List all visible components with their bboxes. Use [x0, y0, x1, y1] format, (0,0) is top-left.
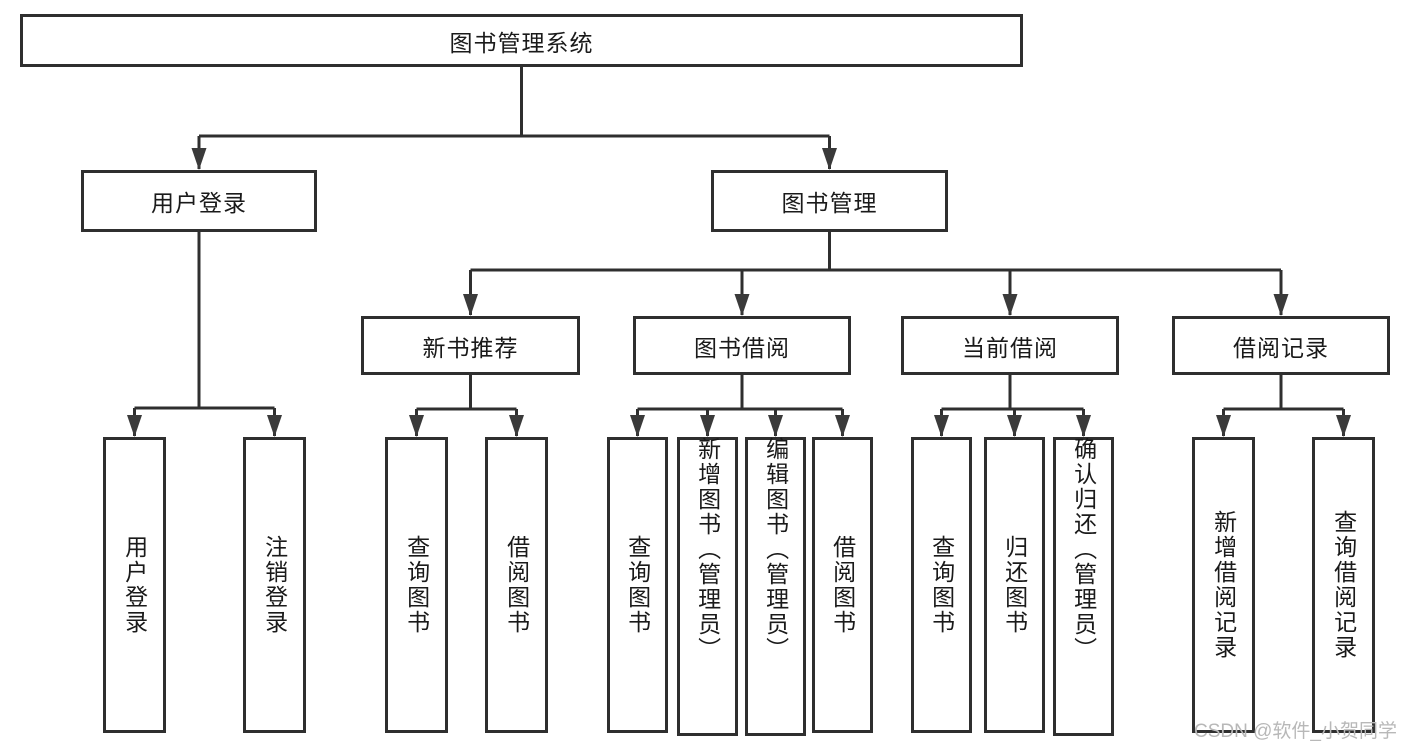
- node-box-root: [20, 14, 1023, 67]
- arrowhead-n_user_login-1: [267, 415, 282, 437]
- arrowhead-n_current-0: [934, 415, 949, 437]
- node-box-l_query_book_2: [607, 437, 668, 733]
- arrowhead-n_borrow-1: [700, 415, 715, 437]
- arrowhead-n_new_rec-1: [509, 415, 524, 437]
- node-box-l_query_book_3: [911, 437, 972, 733]
- arrowhead-n_book_mgmt-1: [734, 294, 750, 316]
- arrowhead-n_current-2: [1076, 415, 1091, 437]
- arrowhead-n_book_mgmt-2: [1002, 294, 1018, 316]
- arrowhead-root-1: [822, 148, 837, 170]
- node-box-n_user_login: [81, 170, 317, 232]
- node-box-n_new_rec: [361, 316, 580, 375]
- arrowhead-n_user_login-0: [127, 415, 142, 437]
- node-box-l_query_book_1: [385, 437, 448, 733]
- node-box-l_edit_book: [745, 437, 806, 736]
- node-box-n_book_mgmt: [711, 170, 948, 232]
- arrowhead-n_current-1: [1007, 415, 1022, 437]
- arrowhead-n_borrow-3: [835, 415, 850, 437]
- node-box-l_borrow_book_1: [485, 437, 548, 733]
- node-box-l_borrow_book_2: [812, 437, 873, 733]
- node-box-l_query_record: [1312, 437, 1375, 733]
- arrowhead-n_borrow-2: [768, 415, 783, 437]
- arrowhead-n_new_rec-0: [409, 415, 424, 437]
- arrowhead-root-0: [191, 148, 207, 170]
- arrowhead-n_book_mgmt-3: [1273, 294, 1289, 316]
- arrowhead-n_record-0: [1216, 415, 1231, 437]
- boxes-layer: [20, 14, 1390, 736]
- arrowhead-n_book_mgmt-0: [463, 294, 478, 316]
- node-box-n_current: [901, 316, 1119, 375]
- edges-layer: [127, 67, 1351, 437]
- node-box-l_user_logout: [243, 437, 306, 733]
- arrowhead-n_borrow-0: [630, 415, 645, 437]
- node-box-l_return_book: [984, 437, 1045, 733]
- node-box-n_record: [1172, 316, 1390, 375]
- node-box-l_add_book: [677, 437, 738, 736]
- node-box-l_user_login: [103, 437, 166, 733]
- node-box-l_add_record: [1192, 437, 1255, 733]
- arrowhead-n_record-1: [1336, 415, 1351, 437]
- node-box-n_borrow: [633, 316, 851, 375]
- node-box-l_confirm_return: [1053, 437, 1114, 736]
